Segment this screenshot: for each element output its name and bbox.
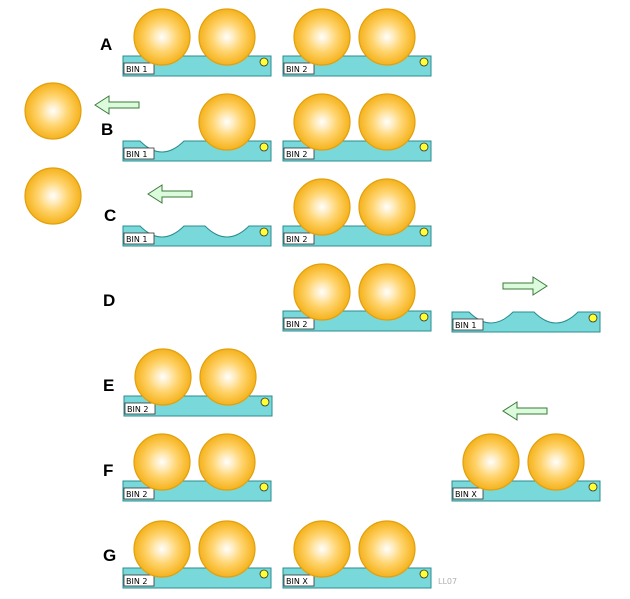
bin-ball: [293, 520, 351, 578]
credit-text: LL07: [438, 577, 457, 586]
arrow-b-icon: [94, 95, 140, 115]
bin-ball: [198, 8, 256, 66]
bin-ball: [293, 8, 351, 66]
bin-label-box: [124, 402, 156, 415]
row-label-a: A: [100, 35, 112, 54]
bin-d2: BIN 2: [282, 263, 432, 332]
bin-ball: [358, 93, 416, 151]
status-indicator-icon: [259, 482, 269, 492]
removed-ball-2: [24, 167, 82, 225]
row-labels: A B C D E F G: [100, 35, 116, 565]
bin-label: BIN 2: [126, 490, 147, 499]
status-indicator-icon: [419, 142, 429, 152]
row-label-b: B: [101, 120, 113, 139]
bin-a2: BIN 2: [282, 8, 432, 77]
status-indicator-icon: [419, 312, 429, 322]
bin-label-box: [123, 232, 155, 245]
bin-label: BIN X: [286, 577, 308, 586]
status-indicator-icon: [259, 569, 269, 579]
status-indicator-icon: [588, 482, 598, 492]
status-indicator-icon: [419, 57, 429, 67]
arrow-d-icon: [502, 276, 548, 296]
bin-label-box: [283, 62, 315, 75]
bin-ball: [198, 93, 256, 151]
bin-label: BIN 1: [126, 235, 147, 244]
bin-label-box: [123, 62, 155, 75]
status-indicator-icon: [588, 313, 598, 323]
row-label-e: E: [103, 376, 114, 395]
bin-c2: BIN 2: [282, 178, 432, 247]
bin-label-box: [283, 147, 315, 160]
bin-ball: [198, 520, 256, 578]
bin-ball: [527, 433, 585, 491]
bin-b2: BIN 2: [282, 93, 432, 162]
row-label-f: F: [103, 461, 113, 480]
bin-label-box: [123, 574, 155, 587]
status-indicator-icon: [260, 397, 270, 407]
bin-label-box: [123, 487, 155, 500]
bin-ball: [293, 93, 351, 151]
bin-label-box: [452, 318, 484, 331]
bin-b1: BIN 1: [122, 93, 272, 162]
removed-ball-1: [24, 82, 82, 140]
bin-label: BIN 1: [455, 321, 476, 330]
bin-label: BIN 2: [286, 320, 307, 329]
arrows: [94, 95, 548, 421]
status-indicator-icon: [419, 227, 429, 237]
bin-ball: [358, 263, 416, 321]
bin-g2: BIN 2: [122, 520, 272, 589]
bin-label-box: [283, 232, 315, 245]
row-label-c: C: [104, 206, 116, 225]
bin-fx: BIN X: [451, 433, 601, 502]
bin-ball: [358, 178, 416, 236]
status-indicator-icon: [259, 142, 269, 152]
bin-ball: [293, 178, 351, 236]
bin-ball: [198, 433, 256, 491]
arrow-f-icon: [502, 401, 548, 421]
bin-ball: [358, 520, 416, 578]
bin-label: BIN 1: [126, 65, 147, 74]
bin-f2: BIN 2: [122, 433, 272, 502]
row-label-d: D: [103, 291, 115, 310]
bin-ball: [199, 348, 257, 406]
bin-label-box: [283, 317, 315, 330]
bin-d1: BIN 1: [451, 311, 601, 333]
bin-label: BIN 2: [126, 577, 147, 586]
status-indicator-icon: [259, 227, 269, 237]
status-indicator-icon: [419, 569, 429, 579]
bin-ball: [133, 520, 191, 578]
bin-ball: [462, 433, 520, 491]
row-label-g: G: [103, 546, 116, 565]
bin-ball: [134, 348, 192, 406]
bin-label: BIN 2: [127, 405, 148, 414]
bin-label-box: [123, 147, 155, 160]
bins: BIN 1 BIN 2 BIN 1 BIN 2 BIN 1 BIN 2 BIN 2 BIN 1…: [122, 8, 601, 589]
bin-label-box: [452, 487, 484, 500]
bin-e2: BIN 2: [123, 348, 273, 417]
bin-ball: [133, 8, 191, 66]
bin-gx: BIN X: [282, 520, 432, 589]
bin-ball: [358, 8, 416, 66]
bin-label: BIN X: [455, 490, 477, 499]
bin-label: BIN 2: [286, 65, 307, 74]
bin-ball: [293, 263, 351, 321]
bin-a1: BIN 1: [122, 8, 272, 77]
bin-label: BIN 2: [286, 235, 307, 244]
bin-label: BIN 1: [126, 150, 147, 159]
bin-label: BIN 2: [286, 150, 307, 159]
arrow-c-icon: [147, 184, 193, 204]
bin-c1: BIN 1: [122, 225, 272, 247]
loose-balls: [24, 82, 82, 225]
status-indicator-icon: [259, 57, 269, 67]
bin-ball: [133, 433, 191, 491]
bin-label-box: [283, 574, 315, 587]
